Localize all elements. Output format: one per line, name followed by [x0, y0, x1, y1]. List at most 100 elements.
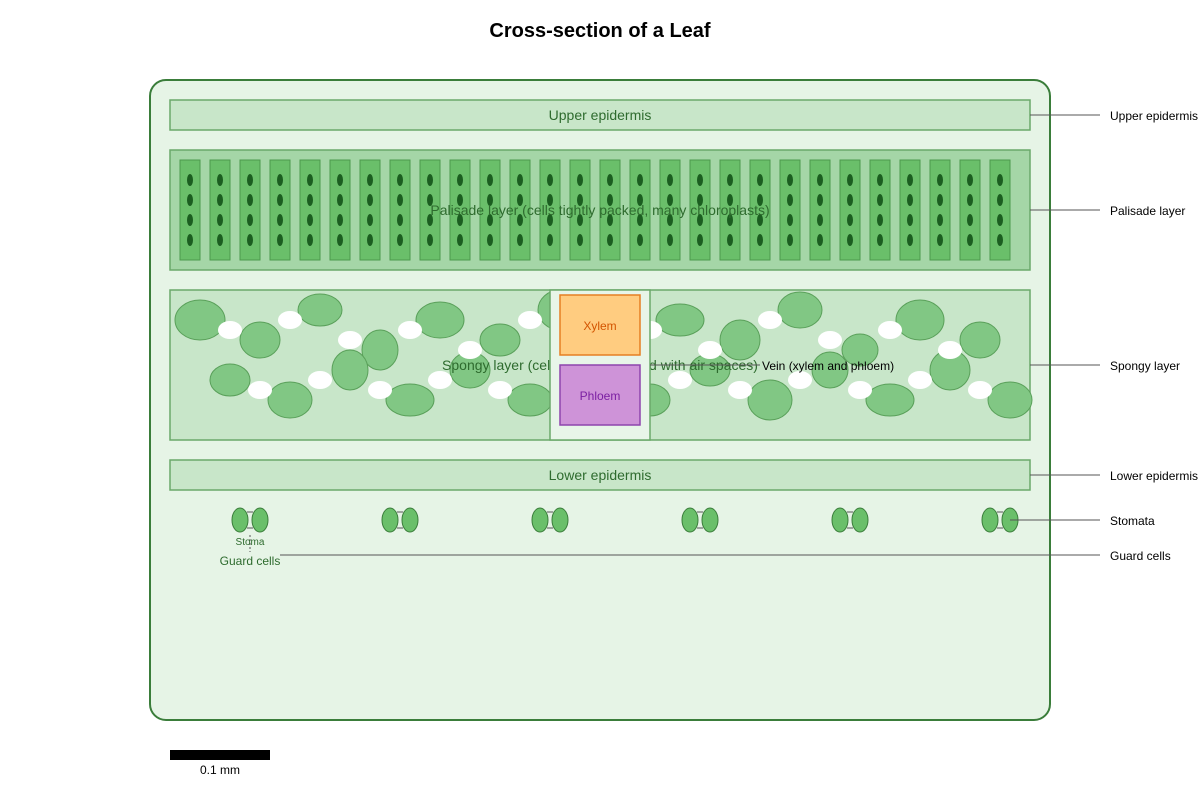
lower-epidermis-label: Lower epidermis: [549, 467, 652, 483]
palisade-cell: [239, 159, 261, 261]
chloroplast: [397, 194, 403, 206]
palisade-cell: [539, 159, 561, 261]
chloroplast: [187, 214, 193, 226]
palisade-cell: [899, 159, 921, 261]
chloroplast: [247, 174, 253, 186]
chloroplast: [277, 194, 283, 206]
spongy-cell: [174, 299, 226, 341]
chloroplast: [907, 234, 913, 246]
air-space: [878, 321, 902, 339]
spongy-cell: [777, 291, 823, 329]
chloroplast: [727, 234, 733, 246]
chloroplast: [397, 214, 403, 226]
callout-palisade: Palisade layer: [1110, 204, 1185, 218]
palisade-cell: [629, 159, 651, 261]
chloroplast: [547, 214, 553, 226]
air-space: [938, 341, 962, 359]
chloroplast: [727, 194, 733, 206]
chloroplast: [397, 174, 403, 186]
chloroplast: [607, 174, 613, 186]
chloroplast: [967, 194, 973, 206]
chloroplast: [757, 194, 763, 206]
chloroplast: [697, 174, 703, 186]
chloroplast: [697, 234, 703, 246]
chloroplast: [457, 214, 463, 226]
chloroplast: [967, 174, 973, 186]
chloroplast: [187, 234, 193, 246]
chloroplast: [337, 234, 343, 246]
chloroplast: [487, 214, 493, 226]
chloroplast: [817, 234, 823, 246]
palisade-cell: [839, 159, 861, 261]
chloroplast: [667, 214, 673, 226]
air-space: [698, 341, 722, 359]
guard-cell: [251, 507, 269, 533]
chloroplast: [757, 214, 763, 226]
chloroplast: [667, 174, 673, 186]
air-space: [788, 371, 812, 389]
xylem-label: Xylem: [583, 319, 616, 333]
chloroplast: [607, 194, 613, 206]
stoma-label: Stoma: [236, 537, 265, 548]
air-space: [758, 311, 782, 329]
chloroplast: [517, 174, 523, 186]
chloroplast: [217, 174, 223, 186]
chloroplast: [937, 194, 943, 206]
callout-lower-epidermis: Lower epidermis: [1110, 469, 1198, 483]
chloroplast: [847, 234, 853, 246]
guard-cell: [831, 507, 849, 533]
palisade-cell: [329, 159, 351, 261]
stomata: [231, 507, 1019, 533]
chloroplast: [877, 194, 883, 206]
chloroplast: [247, 214, 253, 226]
chloroplast: [817, 214, 823, 226]
callout-upper-epidermis: Upper epidermis: [1110, 109, 1198, 123]
chloroplast: [427, 194, 433, 206]
spongy-cell: [415, 301, 465, 339]
chloroplast: [217, 194, 223, 206]
chloroplast: [667, 194, 673, 206]
air-space: [848, 381, 872, 399]
air-space: [818, 331, 842, 349]
chloroplast: [907, 214, 913, 226]
chloroplast: [877, 234, 883, 246]
chloroplast: [367, 214, 373, 226]
spongy-cell: [507, 383, 553, 417]
chloroplast: [607, 234, 613, 246]
spongy-cell: [719, 319, 761, 361]
palisade-cell: [869, 159, 891, 261]
chloroplast: [787, 234, 793, 246]
phloem-label: Phloem: [580, 389, 621, 403]
chloroplast: [907, 174, 913, 186]
callout-stomata: Stomata: [1110, 514, 1155, 528]
spongy-cell: [865, 383, 915, 417]
chloroplast: [307, 214, 313, 226]
chloroplast: [907, 194, 913, 206]
chloroplast: [937, 234, 943, 246]
chloroplast: [667, 234, 673, 246]
scale-bar: [170, 750, 270, 760]
guard-cell: [531, 507, 549, 533]
palisade-cell: [599, 159, 621, 261]
guard-cell: [401, 507, 419, 533]
guard-cell: [851, 507, 869, 533]
chloroplast: [217, 214, 223, 226]
chloroplast: [307, 234, 313, 246]
chloroplast: [637, 174, 643, 186]
chloroplast: [607, 214, 613, 226]
air-space: [908, 371, 932, 389]
air-space: [428, 371, 452, 389]
chloroplast: [727, 174, 733, 186]
chloroplast: [337, 174, 343, 186]
spongy-cell: [747, 379, 793, 421]
chloroplast: [247, 234, 253, 246]
palisade-cell: [179, 159, 201, 261]
chloroplast: [277, 214, 283, 226]
spongy-cell: [297, 293, 343, 327]
chloroplast: [787, 194, 793, 206]
chloroplast: [277, 174, 283, 186]
palisade-cell: [419, 159, 441, 261]
air-space: [398, 321, 422, 339]
chloroplast: [787, 174, 793, 186]
